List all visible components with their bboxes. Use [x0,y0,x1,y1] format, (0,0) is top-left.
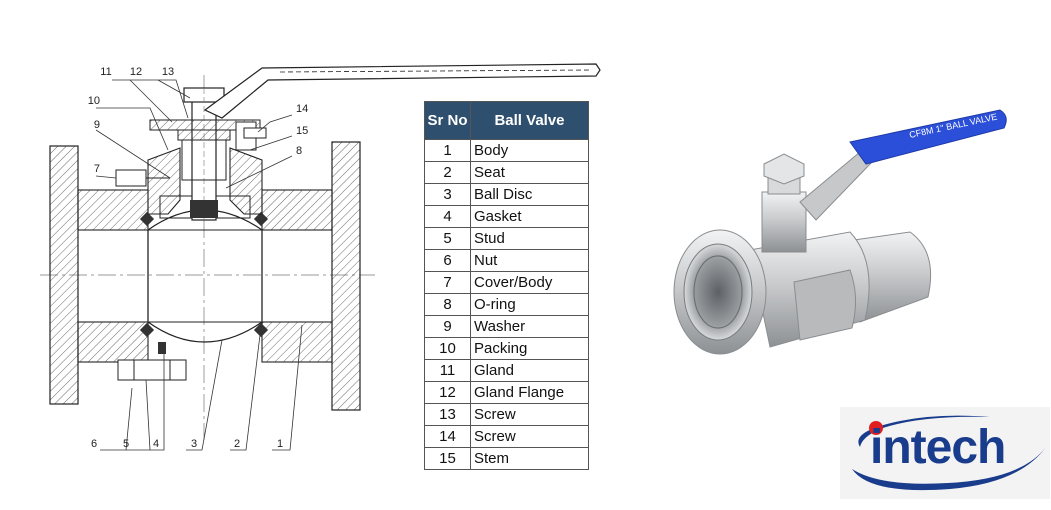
row-part-name: O-ring [470,293,589,316]
left-flange [49,145,149,405]
callout-2: 2 [234,438,240,450]
row-number: 11 [424,359,471,382]
logo-swoosh [852,415,1046,491]
row-number: 12 [424,381,471,404]
row-number: 14 [424,425,471,448]
row-part-name: Stem [470,447,589,470]
row-number: 8 [424,293,471,316]
callout-5: 5 [123,438,129,450]
callout-4: 4 [153,438,159,450]
callout-8: 8 [296,145,302,157]
row-number: 15 [424,447,471,470]
callout-12: 12 [130,66,142,78]
callout-1: 1 [277,438,283,450]
bottom-stud [117,342,187,381]
bore [78,229,332,323]
handle-section-line [279,69,591,73]
callout-14: 14 [296,103,308,115]
callout-13: 13 [162,66,174,78]
ball-disc [147,209,263,343]
leader-lines [95,79,303,451]
callout-7: 7 [94,163,100,175]
row-number: 3 [424,183,471,206]
callout-10: 10 [88,95,100,107]
callout-11: 11 [100,66,111,78]
row-number: 2 [424,161,471,184]
callout-9: 9 [94,119,100,131]
row-number: 9 [424,315,471,338]
row-part-name: Gasket [470,205,589,228]
row-number: 6 [424,249,471,272]
row-part-name: Cover/Body [470,271,589,294]
row-part-name: Gland Flange [470,381,589,404]
row-number: 1 [424,139,471,162]
valve-section-drawing: 11 12 13 10 9 7 14 15 8 6 5 4 3 2 1 [40,63,601,451]
callout-6: 6 [91,438,97,450]
row-number: 4 [424,205,471,228]
header-sr-no: Sr No [424,101,471,140]
row-part-name: Nut [470,249,589,272]
logo-red-dot [869,421,883,435]
table-header-row: Sr No Ball Valve [424,101,589,140]
callout-15: 15 [296,125,308,137]
row-part-name: Body [470,139,589,162]
row-part-name: Washer [470,315,589,338]
right-flange [261,141,361,411]
row-part-name: Stud [470,227,589,250]
seats [139,211,269,338]
row-number: 5 [424,227,471,250]
ball-valve-photo: CF8M 1" BALL VALVE [673,109,1007,355]
row-part-name: Seat [470,161,589,184]
row-part-name: Screw [470,425,589,448]
row-part-name: Screw [470,403,589,426]
row-number: 10 [424,337,471,360]
gland-flange [149,119,267,151]
company-logo: intech [840,407,1050,499]
row-part-name: Packing [470,337,589,360]
callout-3: 3 [191,438,197,450]
row-number: 7 [424,271,471,294]
bonnet [147,147,263,219]
row-part-name: Ball Disc [470,183,589,206]
header-ball-valve: Ball Valve [470,101,589,140]
row-part-name: Gland [470,359,589,382]
logo-text: intech [870,421,1006,474]
stem [177,87,231,221]
handle [203,63,601,119]
row-number: 13 [424,403,471,426]
